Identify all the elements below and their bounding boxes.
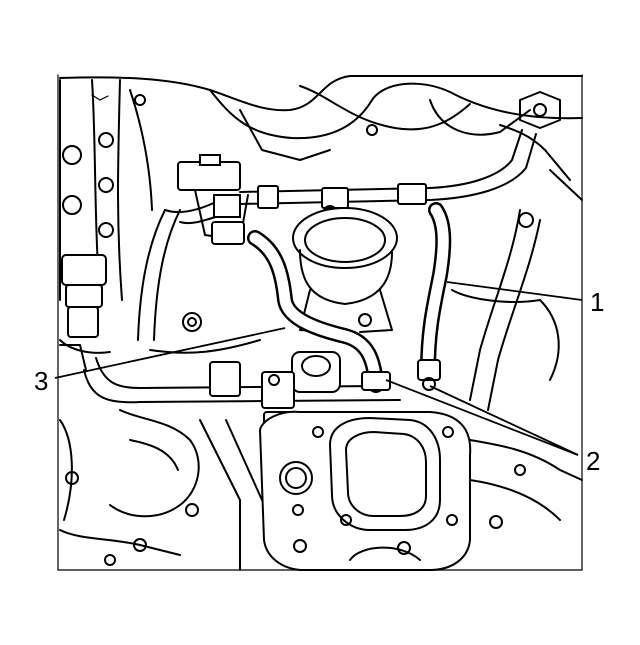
engine-upper-cover bbox=[59, 75, 583, 181]
upper-bracket bbox=[177, 154, 249, 245]
leader-3 bbox=[54, 327, 286, 379]
top-fuel-line bbox=[239, 129, 537, 219]
left-manifold bbox=[59, 79, 153, 354]
callout-2: 2 bbox=[586, 446, 600, 476]
hose-3 bbox=[247, 230, 384, 393]
callout-1: 1 bbox=[590, 287, 604, 317]
central-canister bbox=[292, 207, 398, 333]
right-harness bbox=[451, 169, 583, 411]
leader-1 bbox=[446, 281, 583, 301]
leader-lines bbox=[54, 281, 583, 456]
hose-1 bbox=[417, 202, 452, 391]
callout-3: 3 bbox=[34, 366, 48, 396]
lower-cross-pipe bbox=[59, 344, 401, 404]
leader-2b bbox=[429, 385, 579, 456]
leader-2a bbox=[385, 379, 579, 456]
lower-plate bbox=[258, 410, 472, 571]
lower-left-housing bbox=[59, 409, 583, 571]
